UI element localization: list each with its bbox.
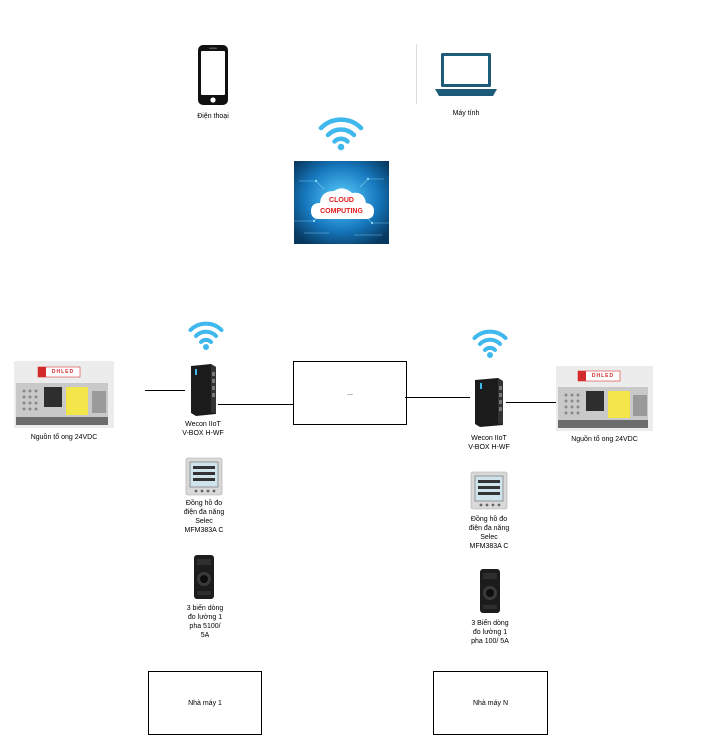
connector-middle-gateway [405, 397, 470, 398]
connector-gateway-power [506, 402, 556, 403]
middle-box: ... [293, 361, 407, 425]
laptop-divider [416, 44, 417, 104]
laptop-icon [433, 52, 499, 98]
cloud-text-line1: CLOUD [329, 197, 354, 204]
power-meter-image [185, 457, 223, 496]
factory-label: Nhà máy N [472, 699, 508, 707]
meter-label: Đồng hồ đo điện đa năng Selec MFM383A C [183, 500, 225, 534]
power-supply-image: DHLED [14, 361, 114, 428]
current-transformer-image [477, 567, 503, 615]
connector-gateway-middle [218, 404, 294, 405]
gateway-label: Wecon IIoT V-BOX H-WF [468, 435, 510, 451]
middle-box-label: ... [347, 389, 353, 397]
laptop-label: Máy tính [452, 110, 480, 117]
wifi-icon [318, 114, 364, 152]
ct-label: 3 biến dòng đo lường 1 pha 5100/ 5A [186, 605, 224, 639]
connector-power-gateway [145, 390, 185, 391]
factory-box: Nhà máy 1 [148, 671, 262, 735]
power-supply-brand: DHLED [51, 369, 75, 375]
factory-label: Nhà máy 1 [188, 699, 222, 707]
wifi-icon [472, 326, 508, 360]
gateway-device-image [472, 376, 506, 428]
power-meter-image [470, 471, 508, 510]
phone-label: Điện thoại [197, 113, 229, 120]
wifi-icon [188, 318, 224, 352]
meter-label: Đồng hồ đo điện đa năng Selec MFM383A C [468, 516, 510, 550]
cloud-computing-image: CLOUD COMPUTING [294, 161, 389, 244]
power-supply-brand: DHLED [591, 373, 615, 379]
power-supply-label: Nguồn tổ ong 24VDC [571, 436, 638, 443]
power-supply-image: DHLED [556, 366, 653, 431]
phone-icon [197, 44, 229, 106]
gateway-label: Wecon IIoT V-BOX H-WF [182, 421, 224, 437]
factory-box: Nhà máy N [433, 671, 548, 735]
ct-label: 3 Biến dòng đo lường 1 pha 100/ 5A [471, 620, 509, 645]
power-supply-label: Nguồn tổ ong 24VDC [30, 434, 98, 441]
gateway-device-image [187, 363, 218, 417]
current-transformer-image [191, 553, 217, 601]
cloud-text-line2: COMPUTING [320, 208, 363, 215]
